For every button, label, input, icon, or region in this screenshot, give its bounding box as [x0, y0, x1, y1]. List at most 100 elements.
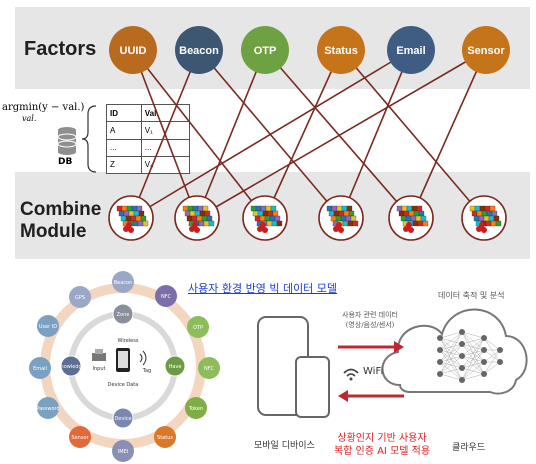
user-data-label-line2: (영상/음성/센서): [345, 321, 395, 329]
db-table: ID Val. A V₁ ... ... Z V₀: [106, 103, 191, 175]
outer-node: NFC: [198, 357, 220, 379]
outer-node: User ID: [37, 315, 59, 337]
svg-text:Status: Status: [157, 435, 173, 441]
table-row: A V₁: [106, 121, 191, 140]
device-data-label: Device Data: [108, 382, 139, 388]
factor-circle: [317, 26, 365, 74]
combine-module-node: [318, 195, 364, 241]
outer-node: Status: [154, 426, 176, 448]
combine-label: Combine Module: [20, 199, 101, 243]
factor-circle: [462, 26, 510, 74]
connection-line: [132, 49, 266, 219]
cloud-label: 클라우드: [452, 443, 486, 453]
cloud-icon: [381, 308, 528, 395]
mobile-device-label: 모바일 디바이스: [254, 441, 315, 451]
tag-icon: [139, 350, 147, 366]
svg-text:NFC: NFC: [204, 366, 215, 372]
download-arrow-icon: [338, 390, 404, 402]
ring-node: Knowledge: [57, 355, 85, 377]
svg-text:Sensor: Sensor: [71, 435, 89, 441]
outer-node: NFC: [155, 285, 177, 307]
factor-label: Status: [324, 45, 358, 57]
wireless-label: Wireless: [118, 338, 139, 344]
database-icon: [57, 127, 77, 155]
combine-label-line1: Combine: [20, 199, 102, 220]
factor-circle: [241, 26, 289, 74]
factors-label: Factors: [24, 38, 97, 60]
factor-label: Sensor: [467, 45, 505, 57]
connection-line: [264, 49, 412, 219]
factor-circle: [109, 26, 157, 74]
svg-text:IMEI: IMEI: [118, 449, 128, 455]
outer-node: Email: [29, 357, 51, 379]
outer-node: GPS: [69, 286, 91, 308]
outer-node: Sensor: [69, 426, 91, 448]
outer-node: IMEI: [112, 440, 134, 462]
svg-text:Beacon: Beacon: [114, 280, 133, 286]
svg-text:Token: Token: [188, 406, 203, 412]
combine-label-line2: Module: [20, 221, 87, 242]
factor-node-sensor: Sensor: [462, 26, 510, 74]
combine-module-node: [242, 195, 288, 241]
svg-text:NFC: NFC: [161, 294, 172, 300]
factor-label: UUID: [120, 45, 147, 57]
connection-line: [340, 49, 485, 219]
outer-node: Token: [185, 397, 207, 419]
brace-icon: [81, 105, 97, 173]
factor-node-otp: OTP: [241, 26, 289, 74]
user-data-label-line1: 사용자 관련 데이터: [342, 311, 398, 319]
neural-network-icon: [437, 329, 503, 383]
tag-label: Tag: [142, 368, 151, 374]
caption: 상황인지 기반 사용자 복합 인증 AI 모델 적용: [326, 432, 438, 458]
data-accumulation-label: 데이터 축적 및 분석: [438, 291, 505, 300]
svg-text:Password: Password: [36, 406, 59, 412]
svg-text:GPS: GPS: [75, 295, 85, 301]
factor-circle: [175, 26, 223, 74]
outer-node: OTP: [187, 316, 209, 338]
factor-label: Beacon: [179, 45, 219, 57]
connection-line: [196, 49, 266, 219]
ring-node: Have: [164, 355, 186, 377]
factor-circle: [387, 26, 435, 74]
upload-arrow-icon: [338, 341, 404, 353]
mobile-devices-icon: [257, 316, 330, 418]
wifi-icon: [343, 368, 359, 381]
factor-label: OTP: [254, 45, 277, 57]
connection-line: [130, 49, 200, 219]
svg-text:Zone: Zone: [117, 312, 130, 318]
factor-node-email: Email: [387, 26, 435, 74]
db-label: DB: [58, 157, 73, 167]
user-data-label: 사용자 관련 데이터 (영상/음성/센서): [330, 310, 410, 330]
factor-nodes-group: UUID Beacon OTP Status Email Sensor: [109, 26, 510, 74]
connection-line: [196, 49, 487, 219]
svg-text:User ID: User ID: [39, 324, 57, 330]
input-label: Input: [93, 366, 106, 372]
module-nodes-group: [108, 195, 507, 241]
outer-node: Beacon: [112, 271, 134, 293]
svg-text:OTP: OTP: [193, 325, 203, 331]
svg-text:Knowledge: Knowledge: [57, 364, 85, 370]
connection-line: [264, 49, 342, 219]
combine-module-node: [461, 195, 507, 241]
svg-text:Have: Have: [169, 364, 182, 370]
edges-group: [130, 49, 487, 219]
factor-node-status: Status: [317, 26, 365, 74]
factor-node-beacon: Beacon: [175, 26, 223, 74]
phone-icon: [116, 348, 130, 372]
db-header-row: ID Val.: [106, 103, 191, 123]
outer-node: Password: [36, 397, 60, 419]
bottom-title: 사용자 환경 반영 빅 데이터 모델: [188, 282, 338, 295]
factor-label: Email: [396, 45, 425, 57]
caption-line1: 상황인지 기반 사용자: [337, 433, 427, 444]
combine-module-node: [388, 195, 434, 241]
combine-module-node: [174, 195, 220, 241]
formula: argmin(y − val.): [2, 102, 85, 113]
connection-line: [410, 49, 487, 219]
ring-node: Device: [112, 407, 134, 429]
formula-sub: val.: [22, 114, 37, 123]
caption-line2: 복합 인증 AI 모델 적용: [333, 446, 431, 457]
connection-line: [130, 49, 412, 219]
